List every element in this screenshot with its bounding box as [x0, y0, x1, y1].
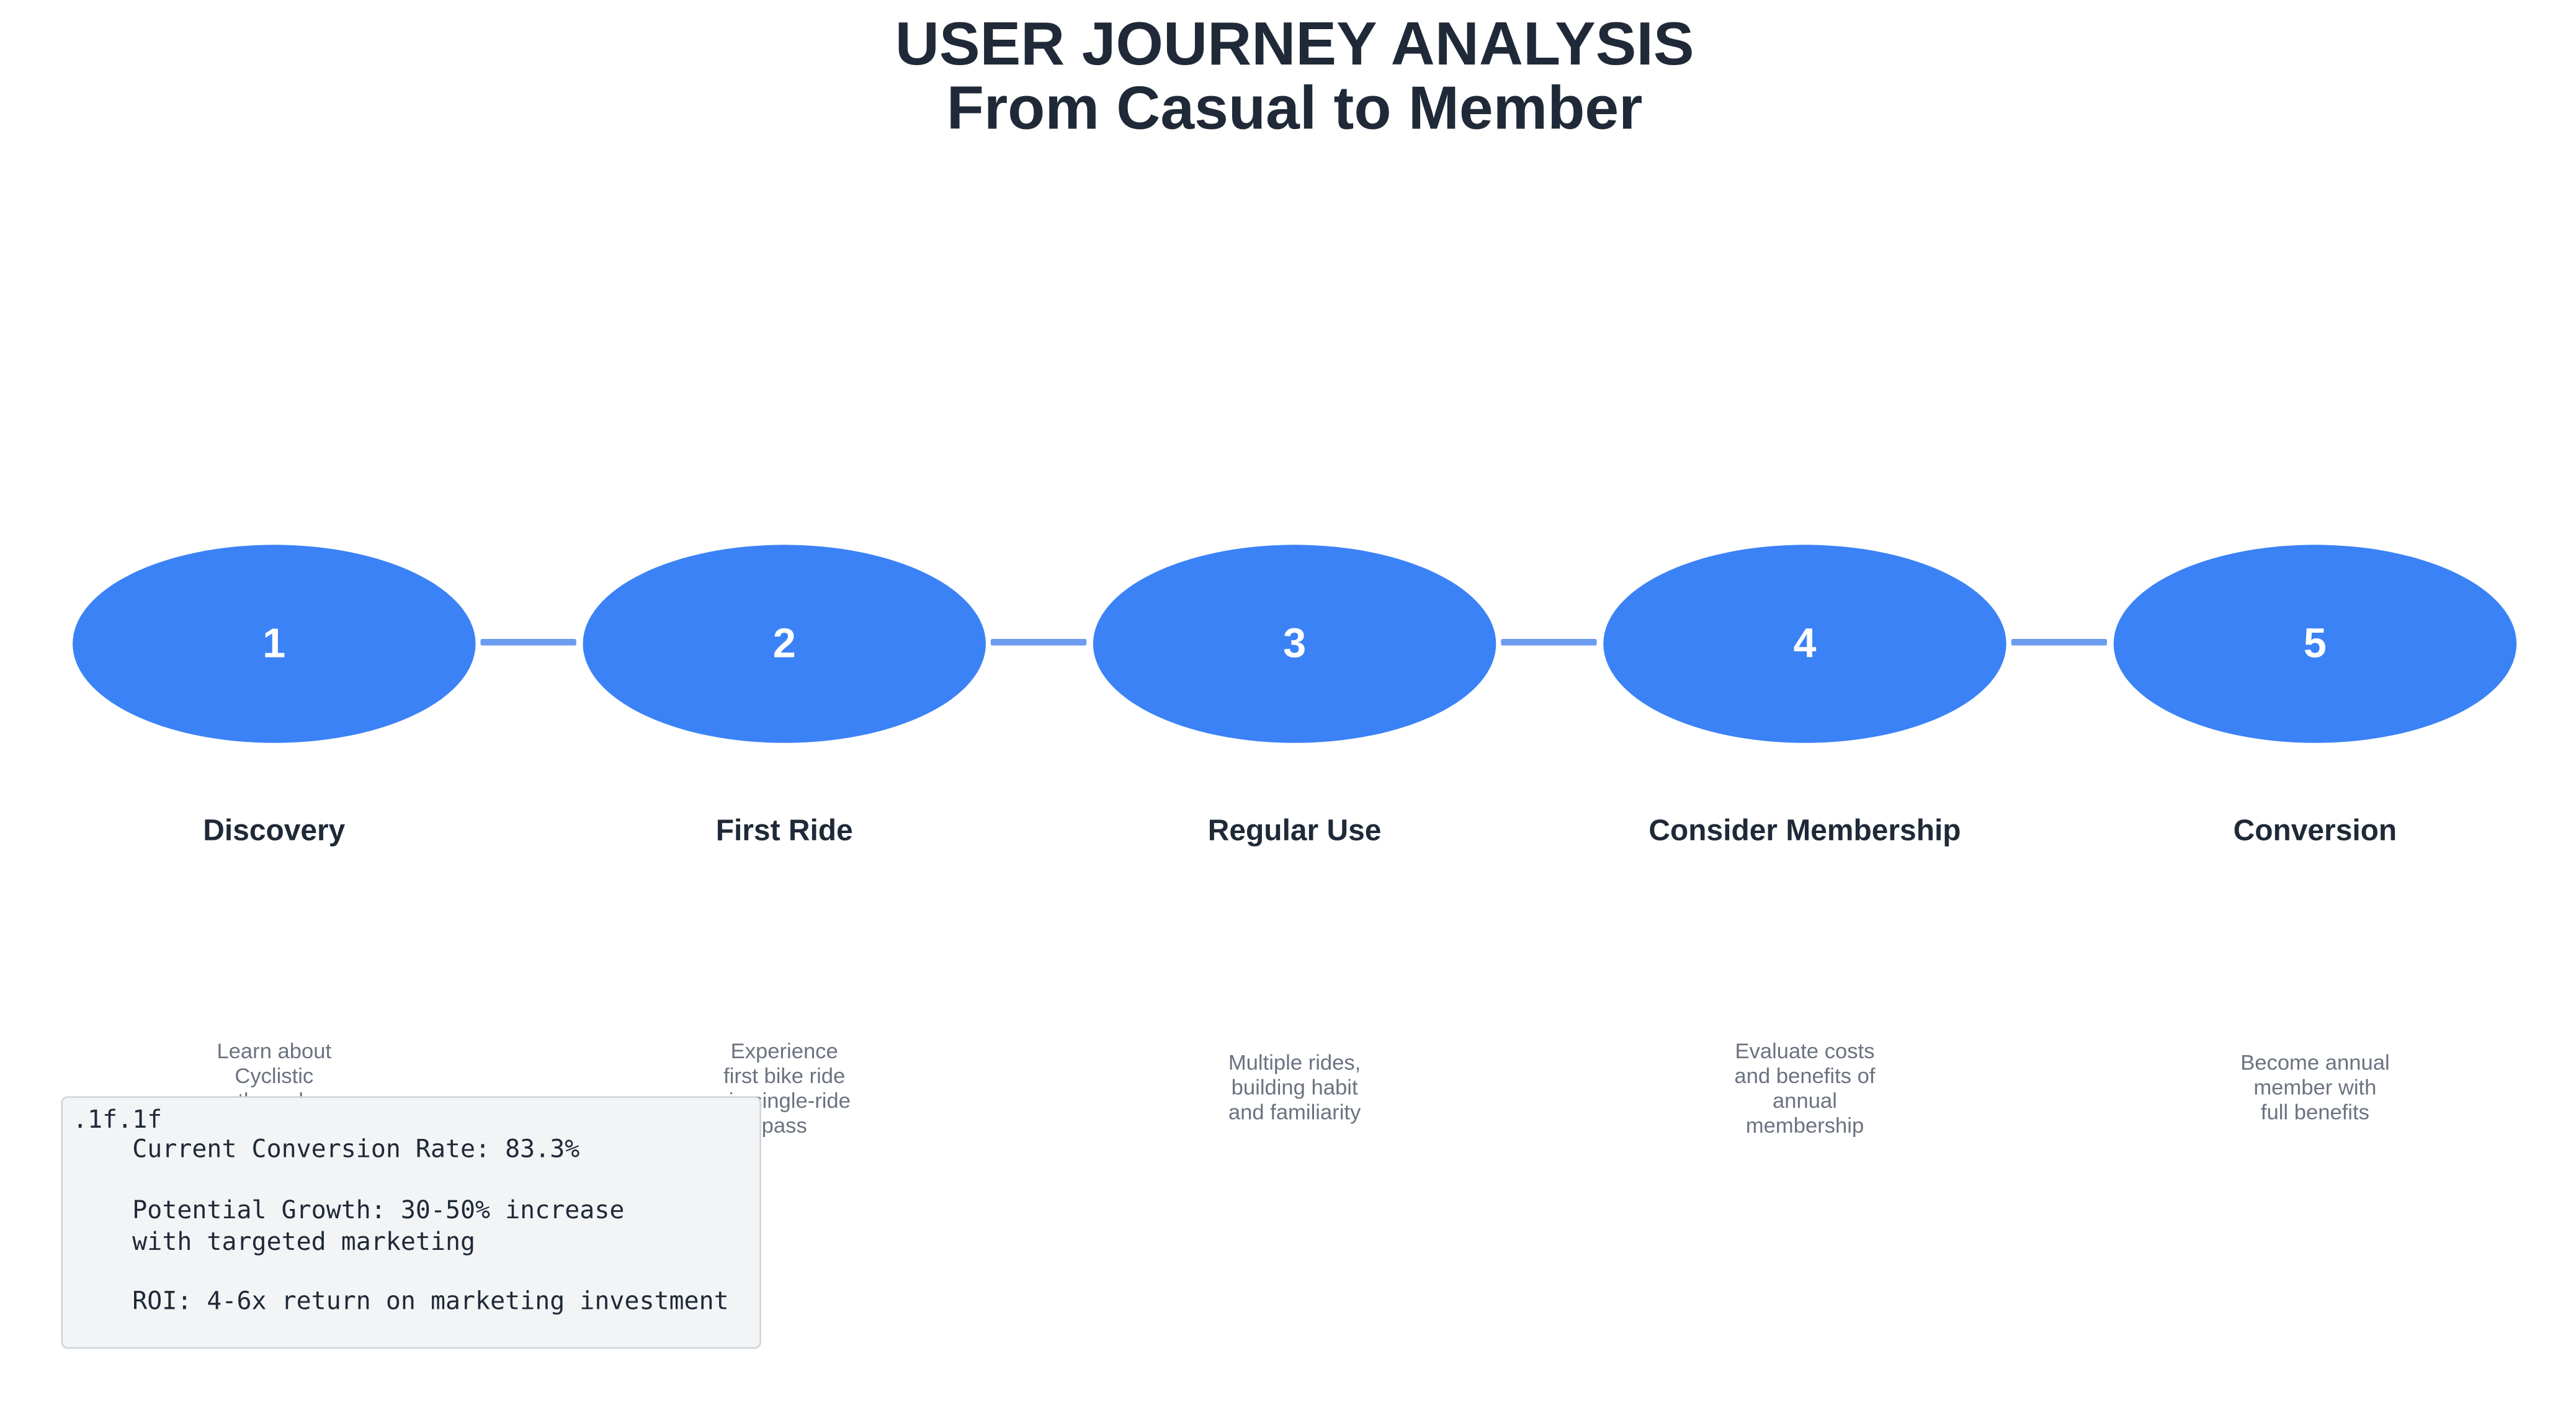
conversion-rate-text: Current Conversion Rate: 83.3%: [73, 1135, 580, 1165]
metrics-spacer: [73, 1166, 759, 1196]
stage-node-4: 4: [1603, 545, 2006, 743]
stage-description-5: Become annual member with full benefits: [2183, 1050, 2448, 1125]
metrics-header: .1f.1f: [73, 1104, 163, 1135]
page-subtitle: From Casual to Member: [946, 74, 1643, 142]
stage-label-conversion: Conversion: [2233, 814, 2397, 847]
description-line: building habit: [1231, 1074, 1358, 1100]
roi-text: ROI: 4-6x return on marketing investment: [73, 1286, 729, 1317]
description-line: Experience: [730, 1038, 838, 1064]
stage-node-1: 1: [73, 545, 476, 743]
metrics-spacer: [73, 1256, 759, 1286]
description-line: Learn about: [217, 1038, 332, 1064]
stage-number: 5: [2303, 620, 2327, 666]
description-line: and benefits of: [1734, 1063, 1876, 1088]
stage-description-2: Experience first bike ride via single-ri…: [652, 1038, 916, 1138]
stage-label-regular-use: Regular Use: [1207, 814, 1382, 847]
stage-node-5: 5: [2113, 545, 2517, 743]
stage-number: 1: [262, 620, 286, 666]
description-line: annual: [1773, 1087, 1837, 1113]
potential-growth-detail-text: with targeted marketing: [73, 1226, 476, 1256]
connector-1-2: [480, 639, 576, 646]
potential-growth-text: Potential Growth: 30-50% increase: [73, 1195, 625, 1226]
stage-number: 2: [772, 620, 796, 666]
metrics-summary-box: .1f.1f Current Conversion Rate: 83.3% Po…: [61, 1096, 761, 1349]
stage-description-3: Multiple rides, building habit and famil…: [1163, 1050, 1427, 1125]
stage-label-discovery: Discovery: [203, 814, 346, 847]
stage-node-2: 2: [583, 545, 986, 743]
stage-label-first-ride: First Ride: [715, 814, 853, 847]
description-line: Become annual: [2240, 1050, 2390, 1075]
description-line: Multiple rides,: [1228, 1050, 1361, 1075]
description-line: and familiarity: [1228, 1099, 1361, 1125]
connector-2-3: [990, 639, 1087, 646]
stage-description-4: Evaluate costs and benefits of annual me…: [1673, 1038, 1937, 1138]
description-line: full benefits: [2260, 1099, 2369, 1125]
connector-3-4: [1501, 639, 1597, 646]
stage-label-consider-membership: Consider Membership: [1648, 814, 1961, 847]
description-line: membership: [1745, 1112, 1864, 1138]
description-line: Cyclistic: [235, 1063, 314, 1088]
stage-number: 4: [1793, 620, 1817, 666]
page-title: USER JOURNEY ANALYSIS: [895, 9, 1694, 78]
connector-4-5: [2011, 639, 2108, 646]
description-line: Evaluate costs: [1735, 1038, 1875, 1064]
description-line: pass: [761, 1112, 807, 1138]
description-line: first bike ride: [723, 1063, 846, 1088]
stage-number: 3: [1283, 620, 1307, 666]
stage-node-3: 3: [1093, 545, 1496, 743]
description-line: member with: [2253, 1074, 2377, 1100]
